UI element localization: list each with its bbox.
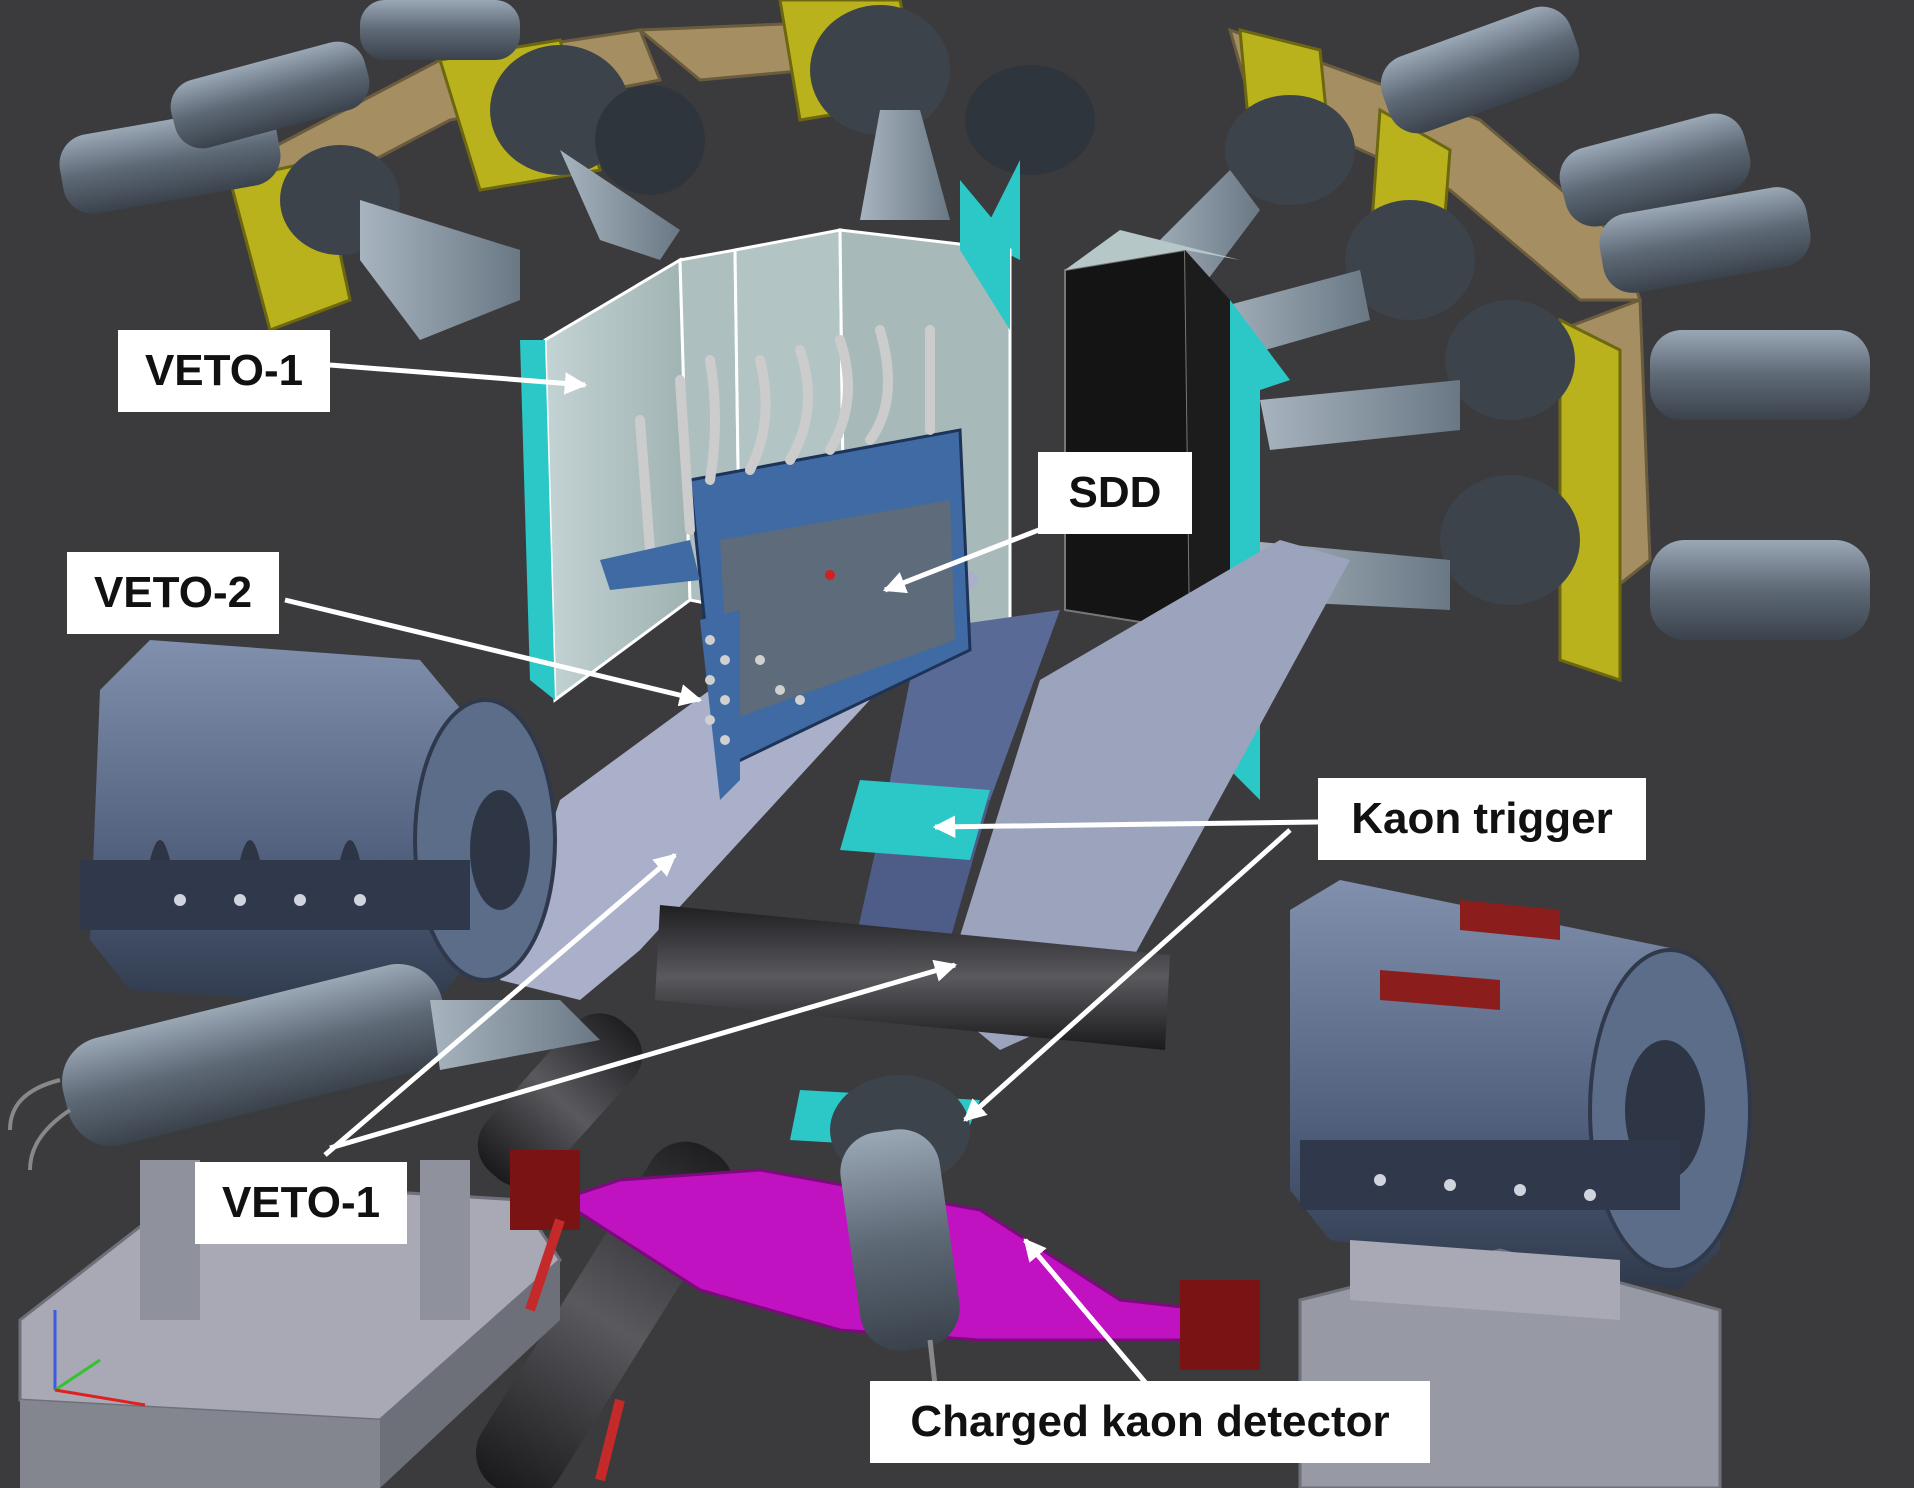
label-veto2: VETO-2 [67, 552, 279, 634]
sdd-array [600, 325, 972, 800]
pmt-left-bottom [8, 964, 600, 1171]
annotation-arrows [284, 362, 1319, 1390]
label-veto1-bottom: VETO-1 [195, 1162, 407, 1244]
arrow-kaon-trigger-lower [963, 828, 1292, 1122]
magnet-left [80, 640, 557, 1010]
kaon-trigger-pmt [830, 1075, 970, 1431]
label-kaon-trigger: Kaon trigger [1318, 778, 1646, 860]
kaon-trigger-upper [840, 780, 990, 860]
arrow-kaon-trigger-upper [932, 815, 1319, 838]
arrow-charged-kaon [1023, 1238, 1152, 1390]
arrow-veto1-bottom-a [323, 853, 677, 1157]
pmt-ring-top [59, 0, 1870, 683]
label-sdd: SDD [1038, 452, 1192, 534]
axes-icon [53, 1310, 146, 1407]
arrow-veto1-bottom-b [329, 959, 958, 1151]
label-veto1-top: VETO-1 [118, 330, 330, 412]
arrow-veto1-top [329, 362, 588, 395]
arrow-veto2 [284, 597, 703, 707]
label-charged-kaon-detector: Charged kaon detector [870, 1381, 1430, 1463]
magnet-right [1290, 880, 1752, 1290]
